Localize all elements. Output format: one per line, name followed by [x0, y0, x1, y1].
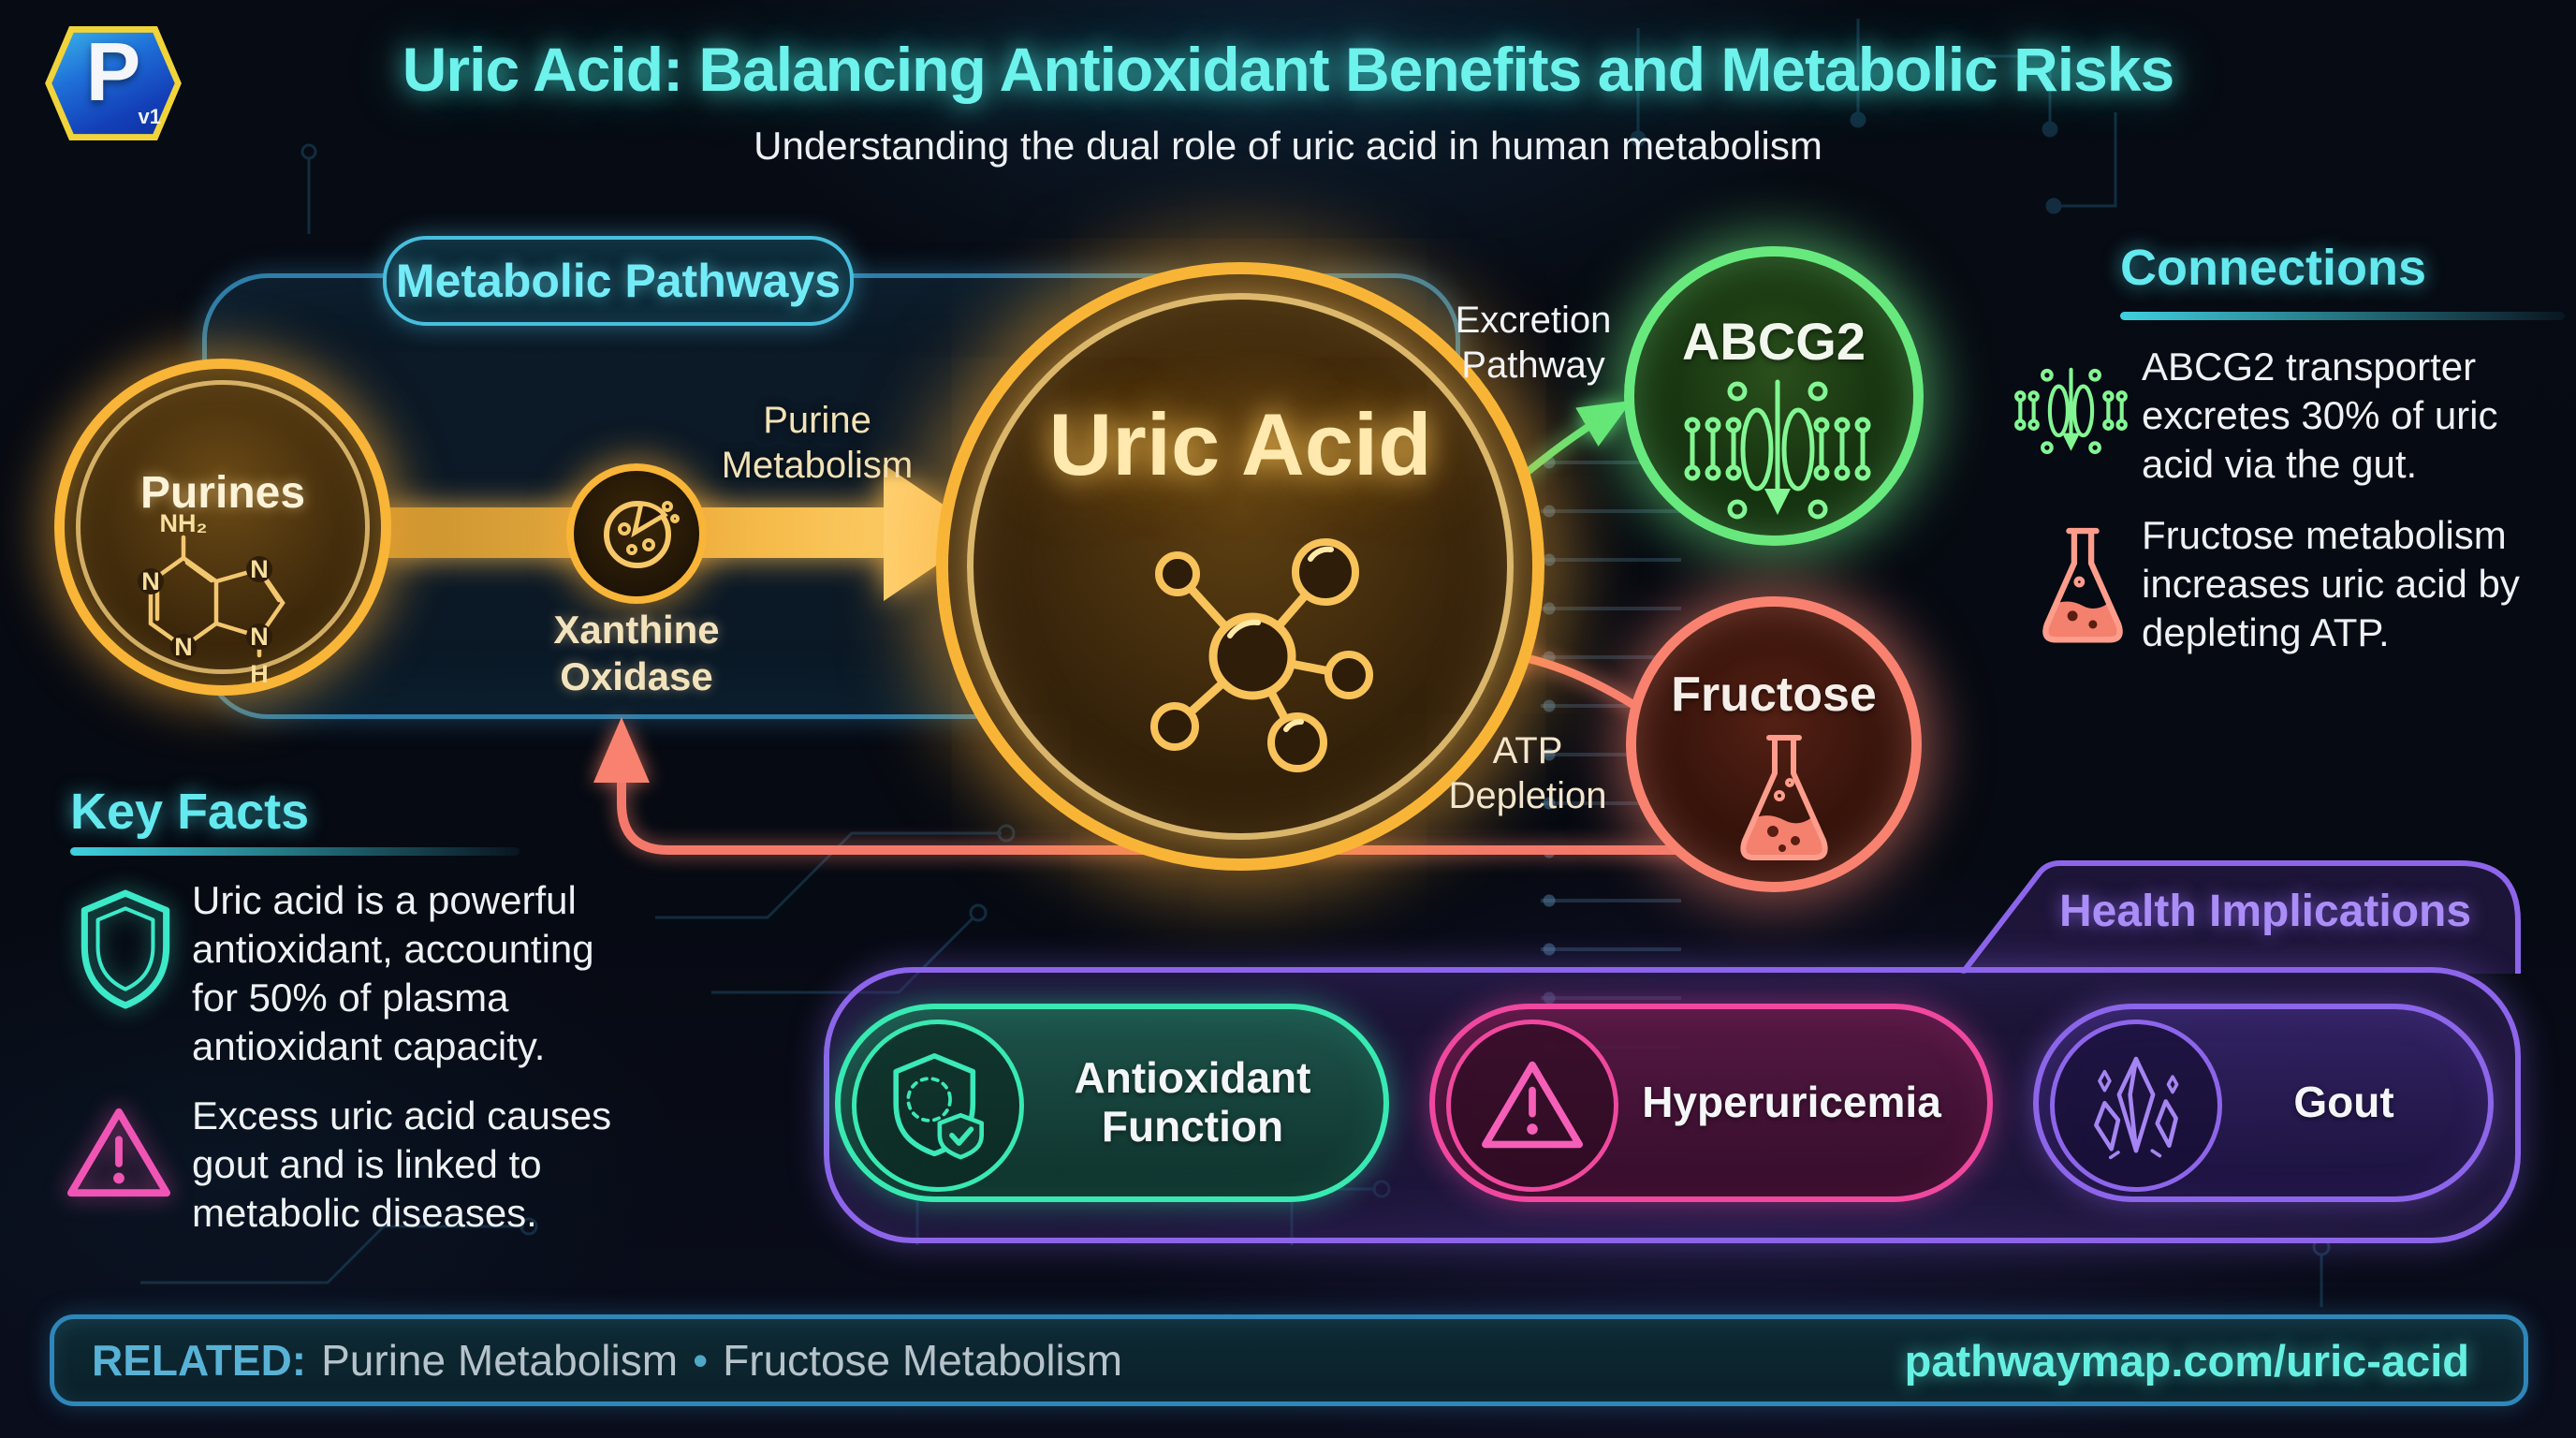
- enzyme-icon: [604, 501, 680, 568]
- brand-logo: P v1: [37, 17, 189, 150]
- page-title: Uric Acid: Balancing Antioxidant Benefit…: [402, 35, 2174, 104]
- key-fact-excess: Excess uric acid causes gout and is link…: [192, 1093, 612, 1236]
- connections-heading: Connections: [2120, 240, 2427, 296]
- logo-letter: P: [85, 25, 141, 118]
- atom-n-bottom: N: [174, 633, 193, 661]
- shield-check-icon: [852, 1020, 1024, 1192]
- pill-antioxidant-label: Antioxidant Function: [1074, 1053, 1311, 1151]
- metabolic-pathways-label: Metabolic Pathways: [383, 236, 854, 326]
- related-item-fructose[interactable]: Fructose Metabolism: [723, 1336, 1123, 1385]
- fructose-flask-icon: [1740, 735, 1828, 860]
- atom-h: H: [250, 660, 269, 688]
- atom-nh2: NH₂: [160, 509, 208, 537]
- page-subtitle: Understanding the dual role of uric acid…: [754, 124, 1822, 168]
- purines-label: Purines: [139, 468, 306, 518]
- key-facts-heading: Key Facts: [70, 784, 310, 840]
- connections-underline: [2120, 312, 2565, 320]
- warning-icon: [67, 1108, 170, 1197]
- key-fact-antioxidant: Uric acid is a powerful antioxidant, acc…: [192, 878, 594, 1069]
- footer-bar: RELATED: Purine Metabolism • Fructose Me…: [50, 1314, 2528, 1406]
- purine-metabolism-edge-label: Purine Metabolism: [721, 400, 914, 486]
- flask-icon: [2042, 527, 2123, 643]
- fructose-feedback-line: [593, 717, 1696, 855]
- xanthine-oxidase-node: [566, 463, 707, 604]
- connection-item-fructose: Fructose metabolism increases uric acid …: [2142, 513, 2520, 655]
- adenine-molecule-icon: NH₂ N N N N H: [138, 509, 285, 688]
- uric-acid-label: Uric Acid: [1048, 395, 1432, 493]
- crystals-icon: [2050, 1020, 2222, 1192]
- fructose-label: Fructose: [1671, 668, 1877, 722]
- uric-acid-molecule-icon: [1150, 538, 1373, 772]
- fructose-node: Fructose: [1626, 596, 1922, 892]
- excretion-pathway-edge-label: Excretion Pathway: [1455, 300, 1612, 386]
- xanthine-oxidase-label: Xanthine Oxidase: [553, 608, 720, 698]
- abcg2-transporter-icon: [1684, 379, 1871, 520]
- atp-depletion-edge-label: ATP Depletion: [1448, 730, 1607, 816]
- warning-triangle-icon: [1446, 1020, 1618, 1192]
- pill-hyperuricemia: Hyperuricemia: [1429, 1004, 1993, 1202]
- health-implications-heading: Health Implications: [2058, 887, 2472, 936]
- related-item-purine[interactable]: Purine Metabolism: [321, 1336, 679, 1385]
- pill-gout-label: Gout: [2293, 1078, 2394, 1127]
- abcg2-label: ABCG2: [1681, 312, 1866, 371]
- atom-n-top-right: N: [250, 555, 269, 583]
- key-facts-underline: [70, 847, 520, 856]
- pill-gout: Gout: [2033, 1004, 2494, 1202]
- site-url: pathwaymap.com/uric-acid: [1904, 1335, 2469, 1386]
- related-separator: •: [693, 1336, 709, 1385]
- purines-node: Purines NH₂ N N N N H: [54, 359, 391, 696]
- logo-version: v1: [138, 105, 161, 128]
- connection-item-abcg2: ABCG2 transporter excretes 30% of uric a…: [2142, 345, 2498, 487]
- related-label: RELATED:: [92, 1336, 307, 1385]
- shield-icon: [80, 889, 170, 1009]
- pill-hyperuricemia-label: Hyperuricemia: [1642, 1078, 1941, 1127]
- logo-hexagon-fill: [51, 32, 175, 135]
- health-implications-tab: [1959, 860, 2521, 974]
- atom-n-left: N: [141, 567, 160, 595]
- pill-antioxidant-function: Antioxidant Function: [835, 1004, 1389, 1202]
- abcg2-node: ABCG2: [1624, 246, 1924, 546]
- transporter-icon: [2014, 367, 2128, 454]
- related-links: RELATED: Purine Metabolism • Fructose Me…: [92, 1319, 1122, 1401]
- atom-n-right: N: [250, 623, 269, 651]
